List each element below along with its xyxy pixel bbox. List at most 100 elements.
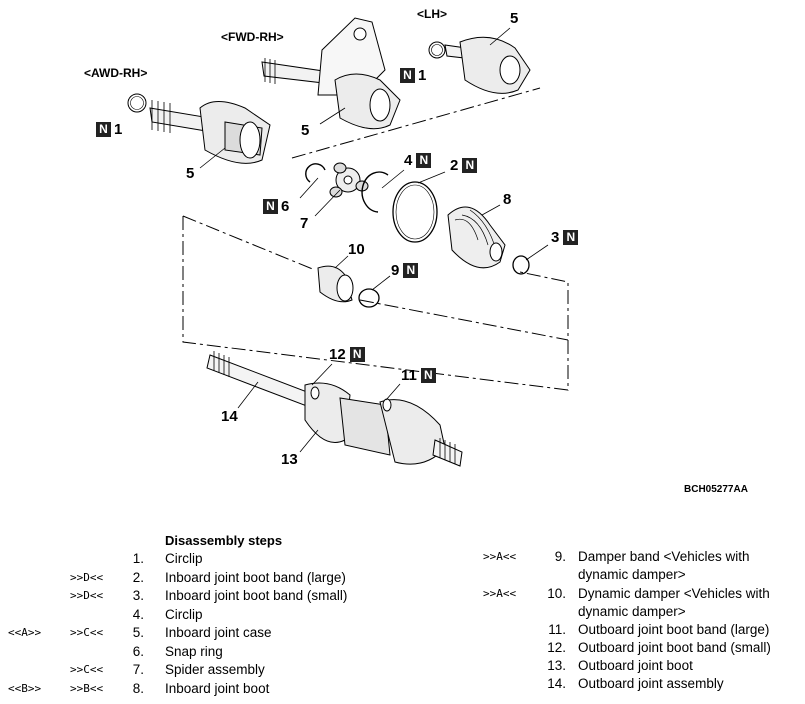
step-row: 6. Snap ring (0, 643, 420, 661)
callout-7: 7 (300, 216, 308, 232)
figure-code: BCH05277AA (684, 484, 748, 495)
step-text: Snap ring (165, 643, 223, 659)
callout-10: 10 (348, 242, 365, 258)
non-reusable-n-icon: N (462, 158, 478, 173)
exploded-view-diagram (127, 17, 569, 467)
step-text: Spider assembly (165, 662, 265, 677)
step-row: <<A>>>>C<<5.Inboard joint case (0, 624, 420, 642)
step-number: 13. (547, 658, 566, 673)
step-text: Inboard joint boot (165, 680, 270, 696)
step-number: 6. (132, 643, 144, 659)
phantom-line-upper (291, 87, 541, 159)
step-text: Dynamic damper <Vehicles with (578, 586, 770, 601)
step-text-continued: dynamic damper> (578, 604, 686, 619)
snap-ring (305, 163, 326, 183)
step-text: Outboard joint boot (578, 658, 693, 673)
step-number: 12. (547, 640, 566, 655)
step-text: Inboard joint case (165, 625, 272, 640)
non-reusable-n-icon: N (403, 263, 419, 278)
non-reusable-n-icon: N (263, 199, 278, 214)
step-row: >>D<<2.Inboard joint boot band (large) (0, 569, 420, 587)
callout-number: 1 (418, 67, 427, 84)
dynamic-damper (317, 265, 354, 303)
callout-8: 8 (503, 192, 511, 208)
step-text: Outboard joint assembly (578, 676, 724, 691)
step-mark-install: <<B>> (8, 681, 42, 695)
variant-label-awd-rh: <AWD-RH> (84, 66, 148, 80)
non-reusable-n-icon: N (420, 368, 436, 383)
step-number: 3. (132, 588, 144, 603)
step-text: Inboard joint boot band (small) (165, 588, 348, 603)
step-number: 14. (547, 676, 566, 691)
step-mark-removal: >>C<< (70, 663, 104, 676)
step-number: 1. (132, 551, 144, 566)
outboard-joint-assembly (206, 351, 463, 467)
lh-inboard-joint-case (444, 36, 531, 94)
non-reusable-n-icon: N (349, 347, 365, 362)
step-text: Circlip (165, 551, 203, 566)
step-mark-removal: >>C<< (70, 626, 104, 639)
step-row: >>C<< 7. Spider assembly (0, 661, 420, 679)
non-reusable-n-icon: N (400, 68, 415, 83)
callout-5: 5 (301, 123, 309, 139)
callout-number: 5 (301, 122, 310, 139)
callout-14: 14 (221, 409, 238, 425)
step-number: 7. (132, 662, 144, 677)
damper-band (358, 288, 380, 308)
inboard-joint-boot (447, 206, 506, 269)
step-number: 11. (548, 622, 566, 637)
step-row: >>D<< 3. Inboard joint boot band (small) (0, 587, 420, 605)
step-text-continued: dynamic damper> (578, 567, 686, 582)
step-number: 4. (132, 606, 144, 622)
callout-number: 14 (221, 408, 238, 425)
circlip-4 (361, 171, 389, 213)
phantom-line-mid (359, 299, 569, 341)
non-reusable-n-icon: N (416, 153, 432, 168)
step-text: Circlip (165, 606, 203, 622)
step-mark-removal: >>D<< (70, 589, 104, 602)
step-text: Damper band <Vehicles with (578, 549, 750, 564)
callout-number: 3 (551, 229, 560, 246)
boot-band-large (392, 181, 438, 243)
variant-label-fwd-rh: <FWD-RH> (221, 30, 284, 44)
callout-number: 5 (186, 165, 195, 182)
step-text: Outboard joint boot band (small) (578, 640, 771, 655)
callout-number: 8 (503, 191, 512, 208)
phantom-line-top (182, 215, 316, 271)
awd-circlip (127, 93, 147, 113)
callout-number: 1 (114, 121, 123, 138)
step-row: 4. Circlip (0, 606, 420, 624)
callout-5: 5 (186, 166, 194, 182)
callout-number: 10 (348, 241, 365, 258)
step-row: 1. Circlip (0, 550, 420, 568)
fwd-inboard-joint-case (261, 17, 401, 130)
step-row: 14. Outboard joint assembly (0, 675, 805, 693)
step-text: Outboard joint boot band (large) (578, 622, 770, 637)
step-row: 13. Outboard joint boot (0, 657, 805, 675)
boot-band-small (512, 255, 530, 275)
spider-assembly (329, 162, 369, 198)
callout-5: 5 (510, 11, 518, 27)
callout-number: 13 (281, 451, 298, 468)
awd-inboard-joint-case (149, 100, 271, 164)
callout-number: 12 (329, 346, 346, 363)
callout-number: 2 (450, 157, 459, 174)
step-number: 5. (132, 625, 144, 640)
steps-title: Disassembly steps (165, 533, 283, 548)
callout-number: 9 (391, 262, 400, 279)
callout-13: 13 (281, 452, 298, 468)
non-reusable-n-icon: N (563, 230, 579, 245)
step-row: 11. Outboard joint boot band (large) (0, 621, 805, 639)
step-mark-removal: >>B<< (70, 681, 104, 695)
